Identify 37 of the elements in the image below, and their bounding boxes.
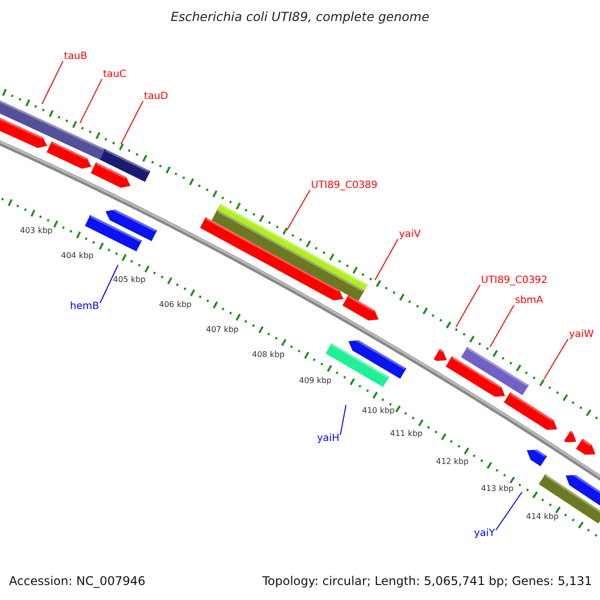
title: Escherichia coli UTI89, complete genome [170, 11, 430, 24]
position-label: 403 kbp [20, 227, 53, 235]
gene-label: tauB [64, 52, 88, 62]
gene-label: UTI89_C0389 [311, 181, 378, 191]
position-label: 412 kbp [436, 458, 469, 466]
leader-line [120, 100, 144, 144]
leader-line [286, 190, 310, 230]
leader-line [490, 304, 514, 348]
leader-line [42, 60, 64, 104]
gene-label: tauD [144, 92, 168, 102]
leader-line [100, 264, 118, 304]
leader-line [456, 284, 480, 328]
position-label: 407 kbp [206, 326, 239, 334]
gene-label: yaiW [569, 330, 594, 340]
position-label: 408 kbp [252, 351, 285, 359]
gene-label: hemB [70, 302, 100, 312]
genome-stats-text: Topology: circular; Length: 5,065,741 bp; Genes: 5,131 [262, 575, 592, 587]
leader-line [374, 238, 398, 280]
gene-label: yaiH [317, 434, 340, 444]
position-label: 413 kbp [481, 485, 514, 493]
gene-label: yaiV [399, 230, 421, 240]
gene-label: tauC [103, 70, 126, 80]
gene-label: UTI89_C0392 [481, 276, 548, 286]
position-label: 405 kbp [113, 276, 146, 284]
position-label: 414 kbp [526, 513, 559, 521]
gene-label: sbmA [515, 296, 544, 306]
position-label: 410 kbp [362, 407, 395, 415]
leader-line [80, 78, 102, 124]
position-label: 406 kbp [159, 301, 192, 309]
position-label: 409 kbp [299, 377, 332, 385]
position-label: 404 kbp [61, 252, 94, 260]
position-label: 411 kbp [390, 430, 423, 438]
leader-line [340, 404, 346, 436]
accession-text: Accession: NC_007946 [9, 575, 146, 587]
leader-line [495, 492, 522, 530]
leader-line [544, 338, 568, 380]
gene-label: yaiY [474, 529, 495, 539]
